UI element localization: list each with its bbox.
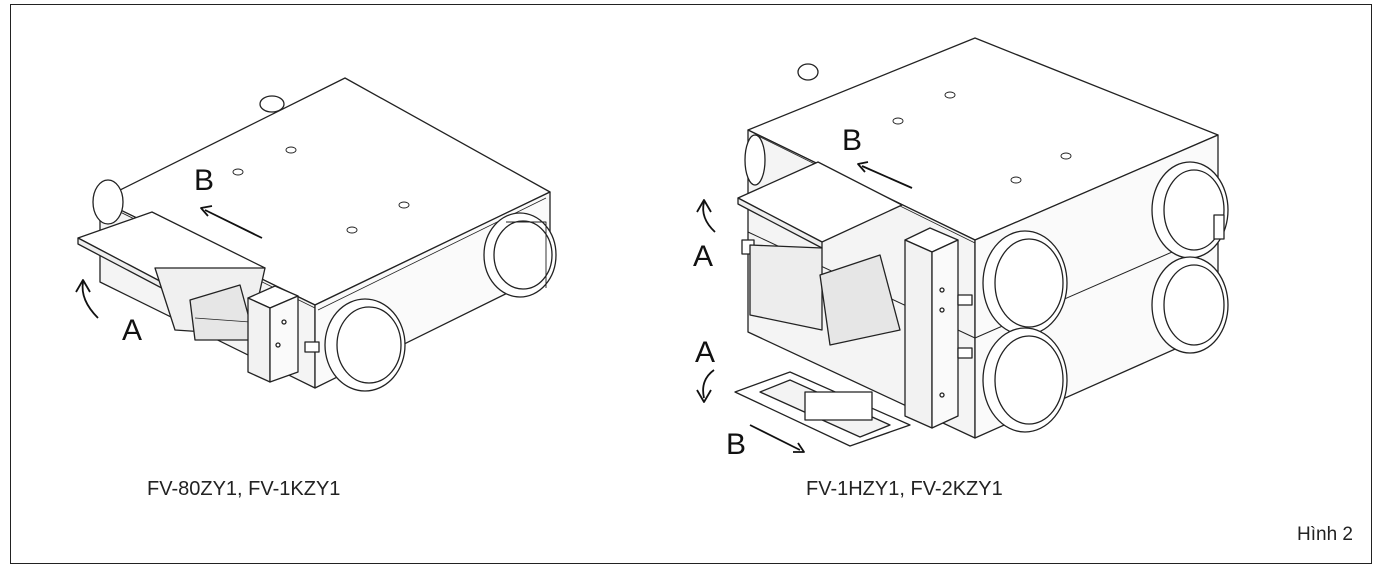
- label-left-a: A: [122, 314, 142, 347]
- right-unit: [734, 37, 1229, 447]
- left-arrows: [75, 205, 263, 319]
- duct-collars-right: [982, 161, 1229, 433]
- screw-holes-right: [892, 91, 1072, 184]
- label-right-a-top: A: [693, 240, 713, 273]
- access-panel-right-upper: [737, 161, 903, 346]
- screw-holes: [232, 146, 410, 234]
- duct-collar-front: [324, 298, 406, 392]
- label-left-b: B: [194, 164, 214, 197]
- access-panel-left: [77, 211, 266, 341]
- label-right-b-top: B: [842, 124, 862, 157]
- control-box-right: [904, 227, 959, 429]
- label-right-b-bottom: B: [726, 428, 746, 461]
- caption-right-models: FV-1HZY1, FV-2KZY1: [806, 478, 1003, 500]
- label-right-a-bottom: A: [695, 336, 715, 369]
- right-arrows: [696, 161, 913, 453]
- access-panel-right-lower: [734, 371, 911, 447]
- control-box-left: [247, 285, 299, 383]
- figure-number: Hình 2: [1297, 524, 1353, 545]
- duct-collar-right: [483, 212, 557, 298]
- caption-left-models: FV-80ZY1, FV-1KZY1: [147, 478, 341, 500]
- left-unit: [77, 77, 557, 392]
